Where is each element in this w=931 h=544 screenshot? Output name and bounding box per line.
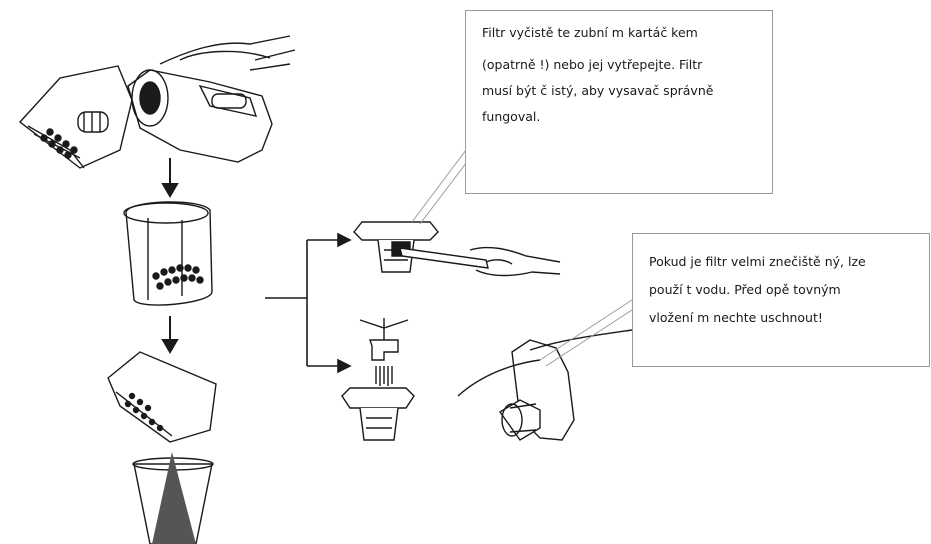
brush-cleaning-callout: Filtr vyčistě te zubní m kartáč kem (opa… xyxy=(465,10,773,194)
water-cleaning-callout: Pokud je filtr velmi znečiště ný, lze po… xyxy=(632,233,930,367)
dust-container-illustration xyxy=(123,201,213,306)
callout-line: (opatrně !) nebo jej vytřepejte. Filtr xyxy=(482,57,703,72)
empty-container-illustration xyxy=(107,351,217,544)
filter-brush-illustration xyxy=(353,221,561,277)
vacuum-detach-illustration xyxy=(18,35,296,169)
branch-connector xyxy=(265,232,352,374)
down-arrow-icon xyxy=(161,316,179,354)
callout-line: použí t vodu. Před opě tovným xyxy=(649,282,841,297)
callout-line: vložení m nechte uschnout! xyxy=(649,310,823,325)
faucet-icon xyxy=(359,318,409,386)
filter-reinsert-illustration xyxy=(457,329,633,441)
callout-line: fungoval. xyxy=(482,109,541,124)
down-arrow-icon xyxy=(161,158,179,198)
filter-water-illustration xyxy=(341,387,415,441)
callout-line: musí být č istý, aby vysavač správně xyxy=(482,83,714,98)
callout-line: Pokud je filtr velmi znečiště ný, lze xyxy=(649,254,866,269)
callout-line: Filtr vyčistě te zubní m kartáč kem xyxy=(482,25,698,40)
